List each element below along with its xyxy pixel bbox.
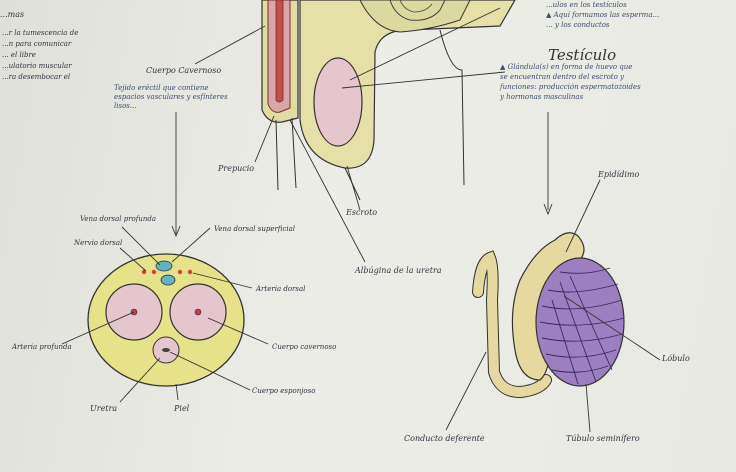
- scrotum-drawing: [300, 0, 515, 200]
- label-vena-dorsal-profunda: Vena dorsal profunda: [80, 214, 156, 224]
- left-notes-text: ...r la tumescencia de ...n para comunic…: [2, 28, 78, 83]
- note-tejido-erectil: Tejido eréctil que contiene espacios vas…: [114, 84, 228, 111]
- label-escroto: Escroto: [346, 208, 377, 218]
- label-arteria-profunda: Arteria profunda: [12, 342, 72, 352]
- label-epididimo: Epidídimo: [598, 170, 639, 180]
- label-vena-dorsal-superficial: Vena dorsal superficial: [214, 224, 295, 234]
- left-notes-heading: ...mas: [0, 10, 24, 20]
- label-cuerpo-esponjoso: Cuerpo esponjoso: [252, 386, 315, 396]
- label-lobulo: Lóbulo: [662, 354, 690, 364]
- label-conducto-deferente: Conducto deferente: [404, 434, 485, 444]
- label-cuerpo-cavernoso-cross: Cuerpo cavernoso: [272, 342, 336, 352]
- label-uretra: Uretra: [90, 404, 117, 414]
- label-prepucio: Prepucio: [218, 164, 254, 174]
- label-tubulo-seminifero: Túbulo seminífero: [566, 434, 640, 444]
- top-right-notes: ...ulos en los testículos ▲ Aquí formamo…: [546, 0, 659, 30]
- testis-note: ▲ Glándula(s) en forma de huevo que se e…: [500, 62, 641, 102]
- label-arteria-dorsal: Arteria dorsal: [256, 284, 305, 294]
- label-albuginea: Albúgina de la uretra: [355, 266, 442, 276]
- label-nervio-dorsal: Nervio dorsal: [74, 238, 122, 248]
- penis-longitudinal-drawing: [262, 0, 298, 190]
- testis-drawing: [478, 233, 624, 392]
- label-cuerpo-cavernoso-top: Cuerpo Cavernoso: [146, 66, 221, 76]
- penis-cross-section-drawing: [88, 254, 244, 386]
- label-piel: Piel: [174, 404, 189, 414]
